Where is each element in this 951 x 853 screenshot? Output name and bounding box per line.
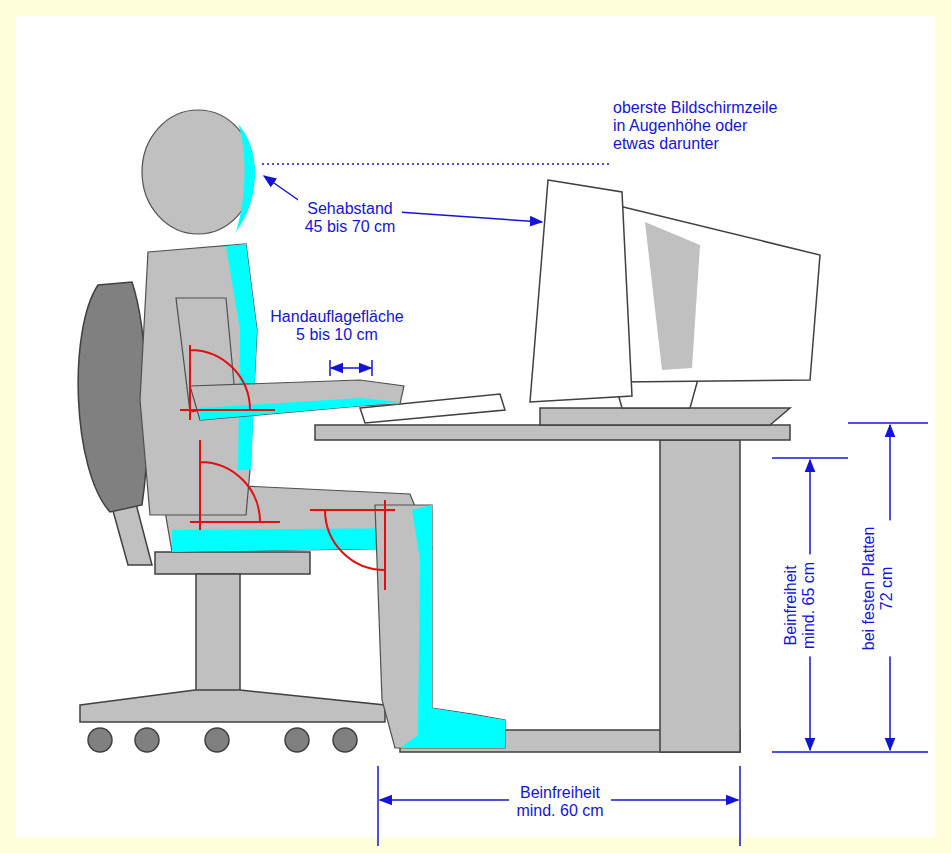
desk xyxy=(315,425,790,752)
seated-person xyxy=(140,110,505,748)
dimension-lines xyxy=(262,164,928,846)
dimension-label: Sehabstand 45 bis 70 cm xyxy=(298,199,402,238)
dimension-label: Beinfreiheit mind. 60 cm xyxy=(509,783,611,822)
dimension-label: Handauflagefläche 5 bis 10 cm xyxy=(266,307,408,346)
monitor xyxy=(530,180,820,425)
dimension-label: bei festen Platten 72 cm xyxy=(859,520,898,656)
dimension-label: oberste Bildschirmzeile in Augenhöhe ode… xyxy=(610,98,790,155)
white-ground xyxy=(16,16,935,837)
angle-marks xyxy=(180,345,395,590)
dimension-label: Beinfreiheit mind. 65 cm xyxy=(781,554,820,656)
